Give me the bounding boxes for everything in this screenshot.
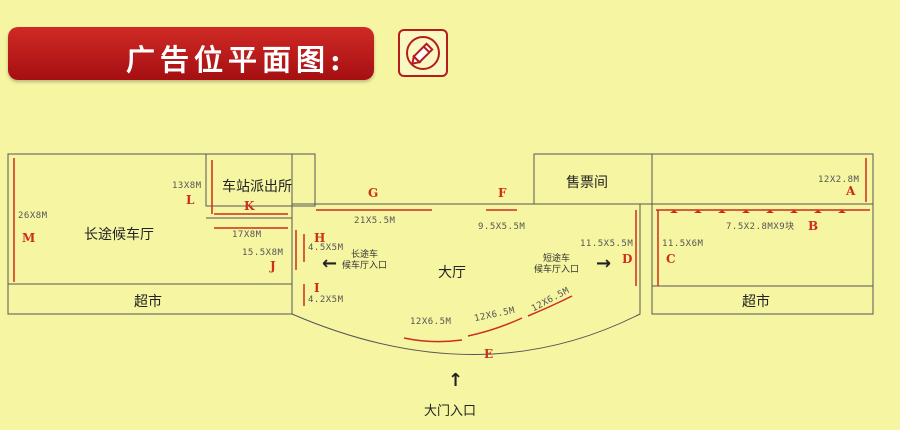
ad-size-b: 7.5X2.8MX9块 bbox=[726, 222, 795, 232]
ad-size-e1: 12X6.5M bbox=[410, 317, 452, 327]
ad-size-l: 13X8M bbox=[172, 181, 202, 191]
ad-letter-j: J bbox=[270, 259, 276, 273]
ad-size-i: 4.2X5M bbox=[308, 295, 344, 305]
ticket-office-label: 售票间 bbox=[566, 175, 608, 191]
ad-size-a: 12X2.8M bbox=[818, 175, 860, 185]
ad-letter-c: C bbox=[666, 252, 676, 266]
short-entry-label: 短途车 候车厅入口 bbox=[534, 254, 580, 275]
long-hall-label: 长途候车厅 bbox=[84, 227, 154, 243]
arrow-left-icon: ← bbox=[322, 253, 338, 274]
arrow-right-icon: → bbox=[596, 253, 612, 274]
ad-letter-m: M bbox=[22, 231, 36, 245]
right-wing-outline bbox=[651, 153, 874, 315]
market-left-label: 超市 bbox=[134, 294, 162, 310]
ad-mark-e1 bbox=[403, 337, 463, 343]
main-entrance-label: 大门入口 bbox=[424, 404, 477, 419]
ad-letter-d: D bbox=[622, 252, 633, 266]
ad-letter-i: I bbox=[314, 281, 320, 295]
police-room-label: 车站派出所 bbox=[222, 179, 292, 195]
ad-size-d: 11.5X5.5M bbox=[580, 239, 634, 249]
ad-letter-b: B bbox=[808, 219, 819, 233]
police-room-outline bbox=[205, 153, 316, 207]
ad-letter-g: G bbox=[368, 186, 379, 200]
market-right-label: 超市 bbox=[742, 294, 770, 310]
ad-size-k: 17X8M bbox=[232, 230, 262, 240]
page-title: 广告位平面图: bbox=[126, 43, 346, 77]
lobby-outline bbox=[291, 203, 641, 355]
ad-letter-f: F bbox=[498, 186, 507, 200]
ad-size-f: 9.5X5.5M bbox=[478, 222, 526, 232]
pencil-icon bbox=[406, 36, 440, 70]
ad-letter-e: E bbox=[484, 347, 494, 361]
ad-size-m: 26X8M bbox=[18, 211, 48, 221]
arrow-up-icon: ↑ bbox=[448, 370, 464, 391]
ad-size-h: 4.5X5M bbox=[308, 243, 344, 253]
ad-letter-k: K bbox=[244, 199, 255, 213]
ad-letter-h: H bbox=[314, 231, 326, 245]
ad-size-c: 11.5X6M bbox=[662, 239, 704, 249]
ad-size-g: 21X5.5M bbox=[354, 216, 396, 226]
lobby-label: 大厅 bbox=[438, 265, 466, 281]
ad-letter-l: L bbox=[186, 193, 195, 207]
ad-letter-a: A bbox=[846, 184, 856, 198]
edit-button[interactable] bbox=[398, 29, 448, 77]
title-banner: 广告位平面图: bbox=[8, 27, 374, 80]
ad-size-j: 15.5X8M bbox=[242, 248, 284, 258]
long-entry-label: 长途车 候车厅入口 bbox=[342, 250, 388, 271]
